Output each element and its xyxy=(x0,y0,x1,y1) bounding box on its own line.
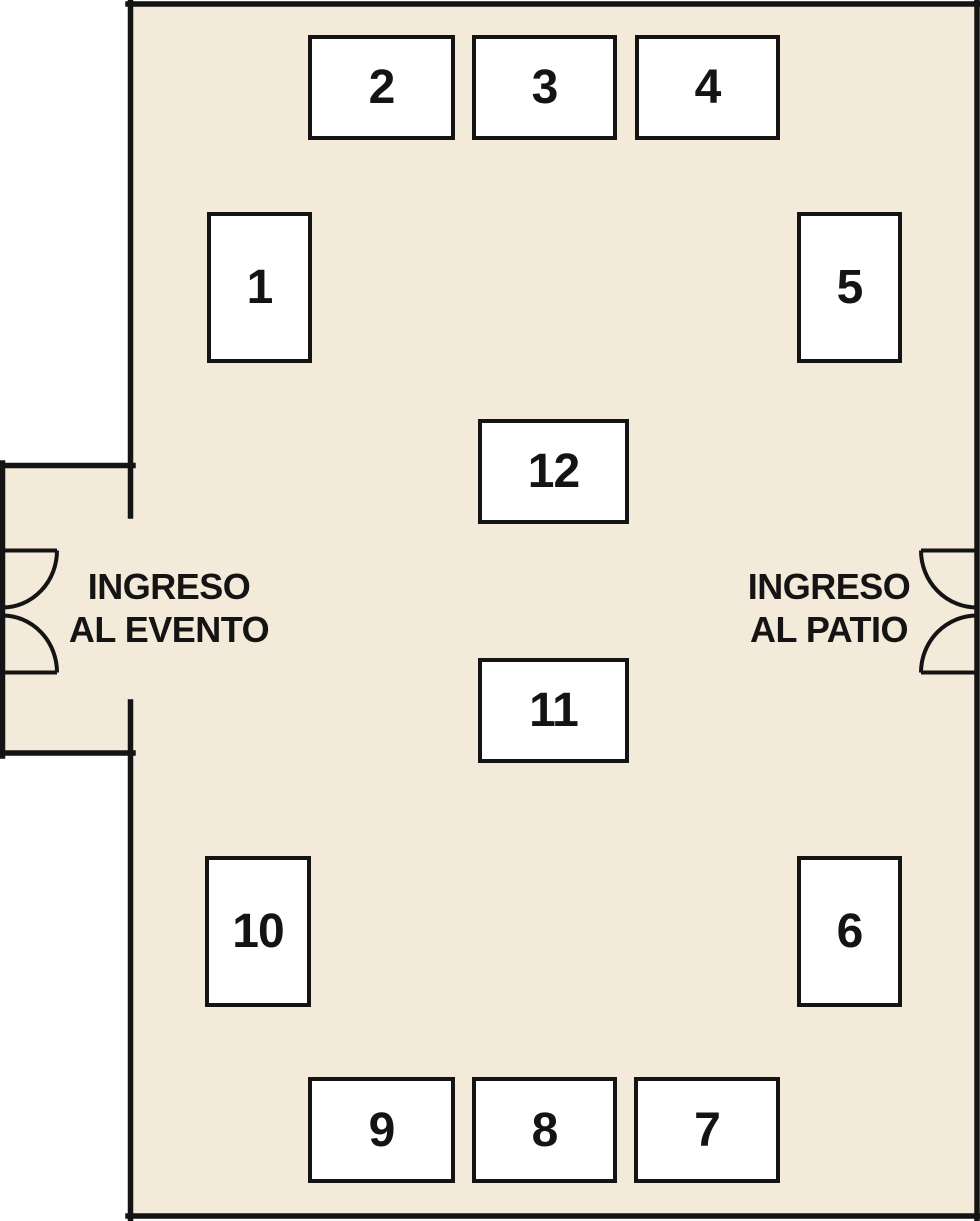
entrance-label-patio-line2: AL PATIO xyxy=(750,609,909,650)
door-right-bottom-arc xyxy=(919,613,978,673)
booth-7: 7 xyxy=(634,1077,780,1183)
room-floor xyxy=(128,1,980,1219)
vestibule-floor xyxy=(0,463,133,756)
booth-10: 10 xyxy=(205,856,311,1007)
booth-9: 9 xyxy=(308,1077,455,1183)
booth-1: 1 xyxy=(207,212,312,363)
entrance-label-event-line2: AL EVENTO xyxy=(68,609,270,650)
entrance-label-patio: INGRESO AL PATIO xyxy=(719,565,939,651)
entrance-label-patio-line1: INGRESO xyxy=(747,566,911,607)
booth-11: 11 xyxy=(478,658,629,763)
booth-6: 6 xyxy=(797,856,902,1007)
booth-3: 3 xyxy=(472,35,617,140)
door-left-bottom-arc xyxy=(2,613,59,673)
booth-4: 4 xyxy=(635,35,780,140)
entrance-label-event-line1: INGRESO xyxy=(87,566,251,607)
booth-2: 2 xyxy=(308,35,455,140)
door-left-top-arc xyxy=(2,550,59,610)
door-right-top-arc xyxy=(919,550,978,610)
booth-5: 5 xyxy=(797,212,902,363)
entrance-label-event: INGRESO AL EVENTO xyxy=(59,565,279,651)
booth-12: 12 xyxy=(478,419,629,524)
booth-8: 8 xyxy=(472,1077,617,1183)
